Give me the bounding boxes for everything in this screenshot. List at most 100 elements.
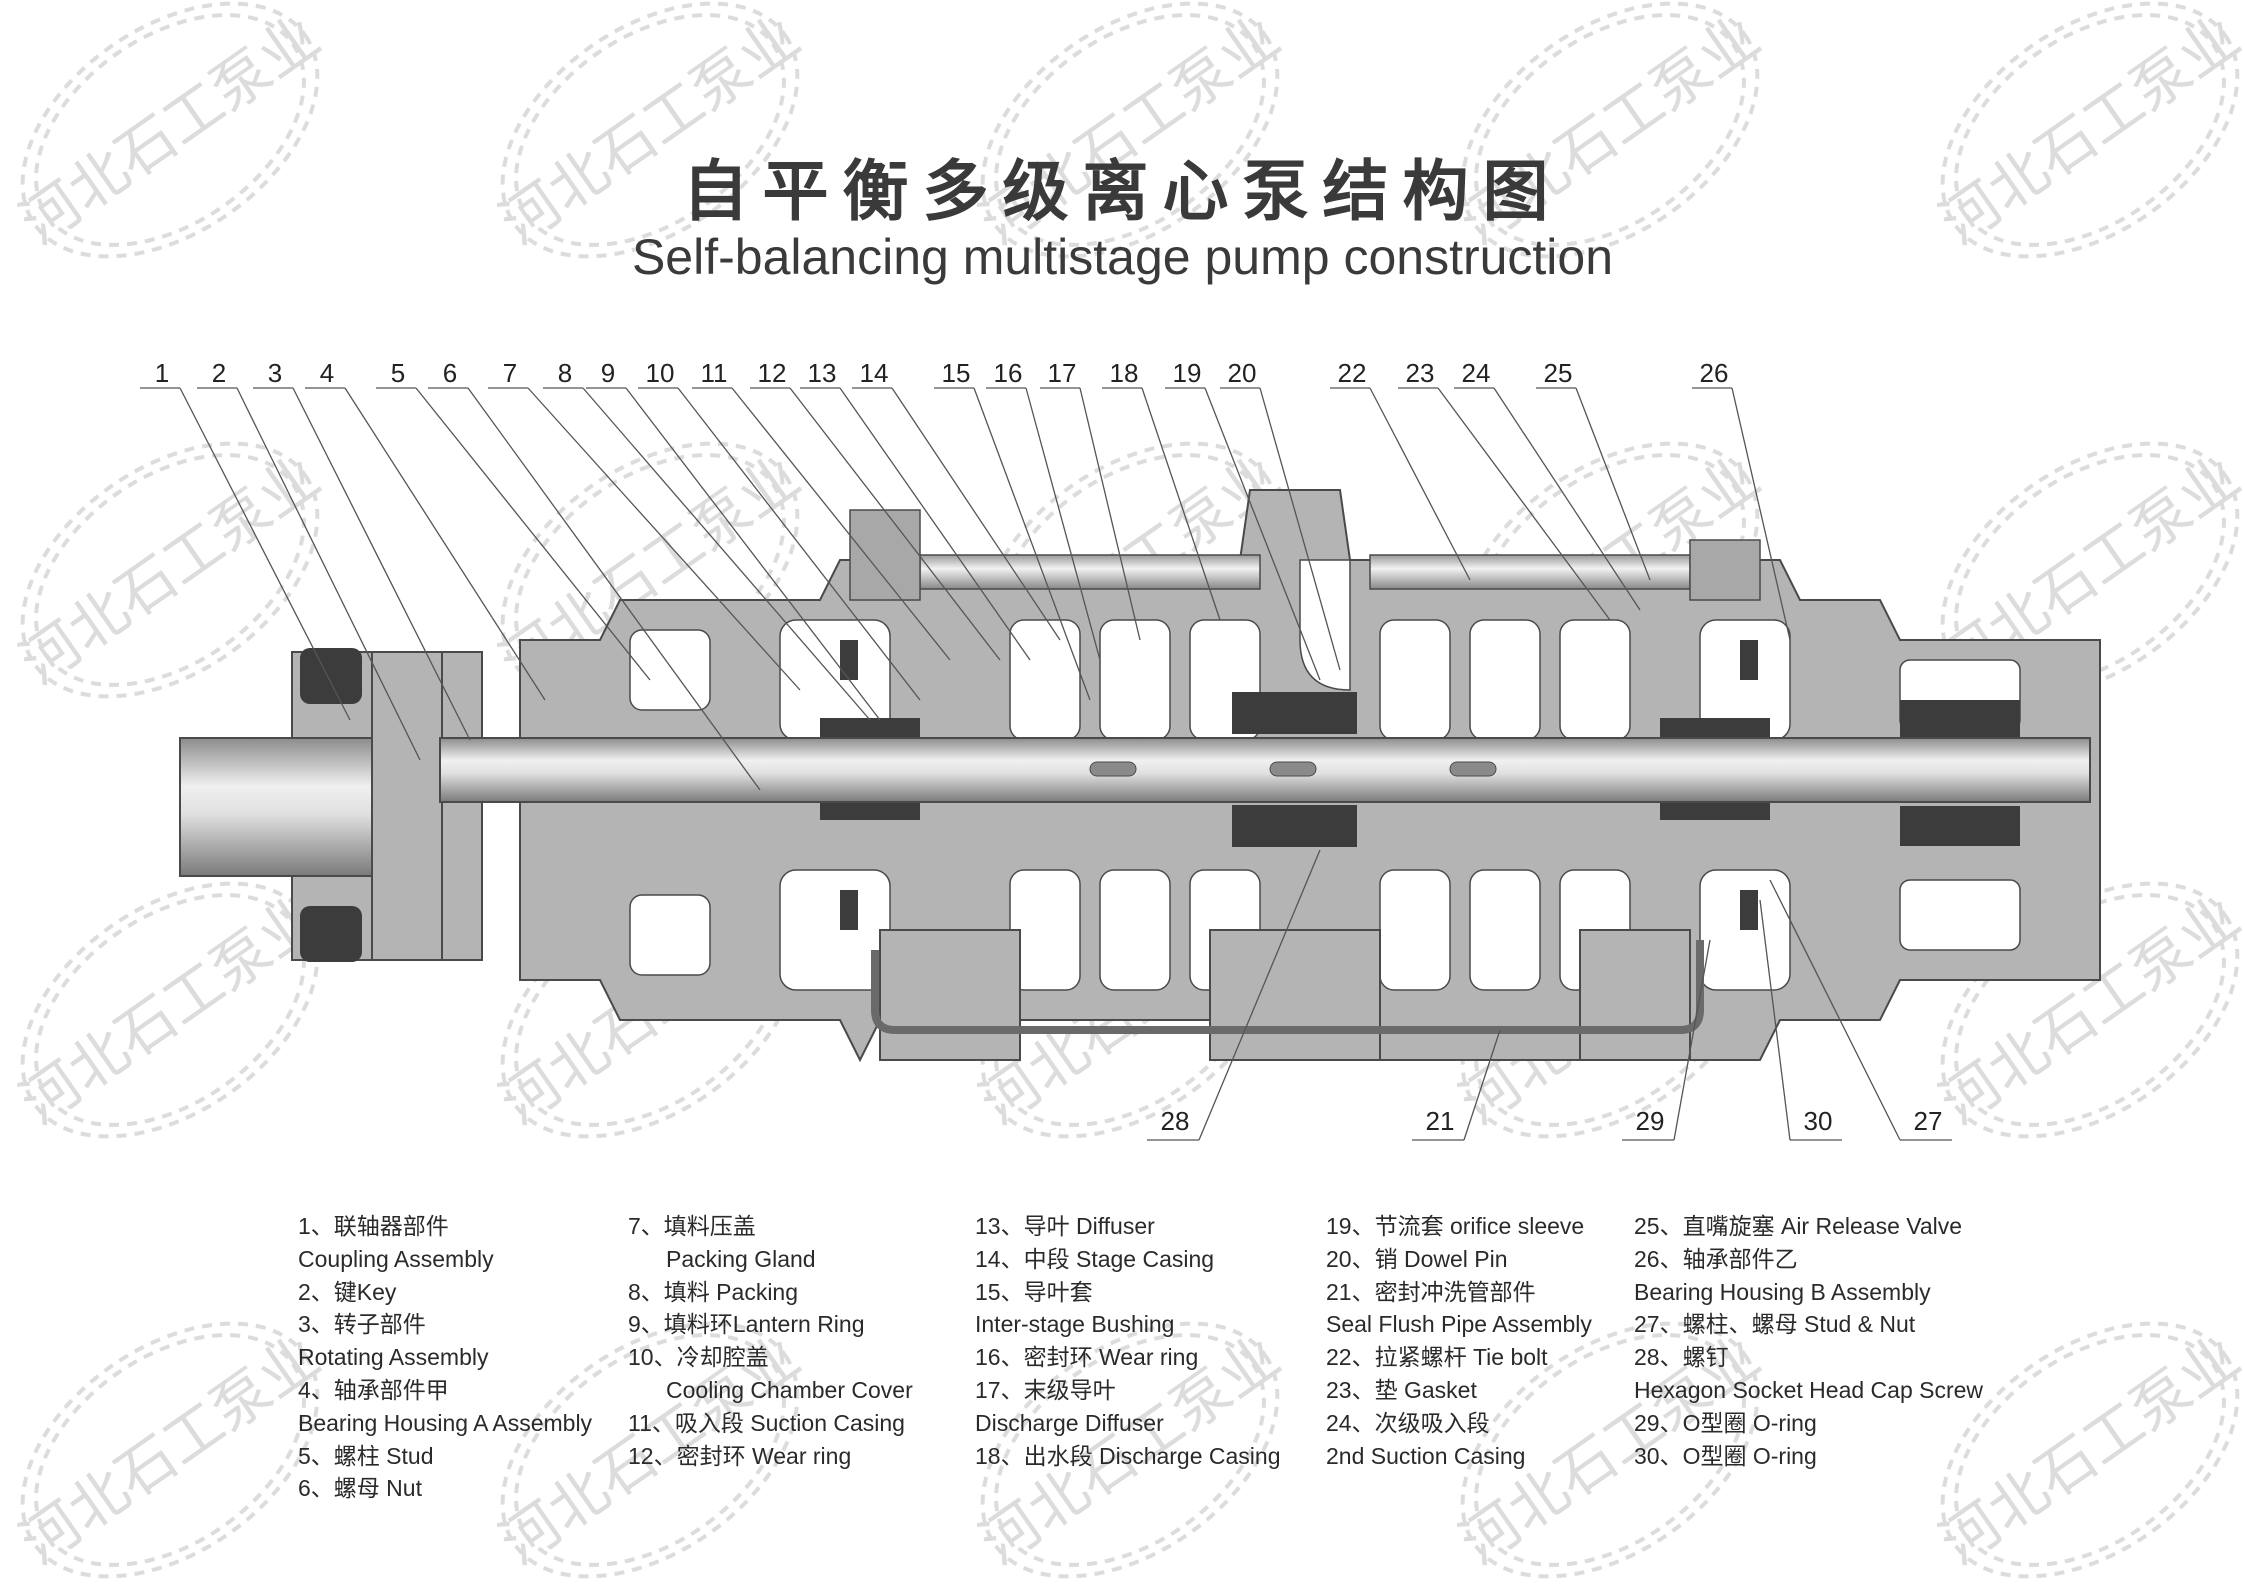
callout-number-3: 3	[268, 358, 282, 388]
legend-item: Hexagon Socket Head Cap Screw	[1634, 1376, 1984, 1403]
leader-line	[292, 387, 471, 741]
legend-item: 30、O型圈 O-ring	[1634, 1442, 1817, 1469]
legend-item: 29、O型圈 O-ring	[1634, 1409, 1817, 1436]
leader-line	[1204, 387, 1321, 681]
callout-number-14: 14	[860, 358, 889, 388]
leader-line	[1025, 387, 1101, 661]
title-chinese: 自平衡多级离心泵结构图	[682, 153, 1563, 230]
callout-number-18: 18	[1110, 358, 1139, 388]
leader-line	[731, 387, 951, 661]
legend-item: Packing Gland	[666, 1245, 816, 1272]
legend-item: 18、出水段 Discharge Casing	[975, 1442, 1281, 1469]
callout-number-1: 1	[155, 358, 169, 388]
legend-item: 26、轴承部件乙	[1634, 1245, 1798, 1272]
callout-number-12: 12	[758, 358, 787, 388]
callout-number-21: 21	[1426, 1106, 1455, 1136]
leader-line	[1437, 387, 1611, 621]
legend-item: Discharge Diffuser	[975, 1409, 1164, 1436]
legend-item: 27、螺柱、螺母 Stud & Nut	[1634, 1311, 1916, 1338]
callout-number-9: 9	[601, 358, 615, 388]
leader-line	[1141, 387, 1221, 621]
callout-number-10: 10	[646, 358, 675, 388]
legend-item: 2nd Suction Casing	[1326, 1442, 1526, 1469]
callout-number-23: 23	[1406, 358, 1435, 388]
leader-line	[891, 387, 1061, 641]
seal-flush-pipe	[871, 940, 1704, 1034]
leader-line	[1079, 387, 1141, 641]
shaft	[439, 737, 2091, 803]
legend-item: 4、轴承部件甲	[298, 1376, 449, 1403]
callout-number-7: 7	[503, 358, 517, 388]
legend-item: 28、螺钉	[1634, 1344, 1729, 1371]
legend-item: Inter-stage Bushing	[975, 1311, 1175, 1338]
callout-number-8: 8	[558, 358, 572, 388]
legend-item: 23、垫 Gasket	[1326, 1376, 1477, 1403]
leader-line	[1759, 899, 1791, 1141]
leader-line	[1575, 387, 1651, 581]
tie-bolts	[849, 509, 1761, 601]
legend-item: 9、填料环Lantern Ring	[628, 1311, 865, 1338]
legend-item: 22、拉紧螺杆 Tie bolt	[1326, 1344, 1548, 1371]
legend-item: Rotating Assembly	[298, 1344, 489, 1371]
legend-item: 12、密封环 Wear ring	[628, 1442, 852, 1469]
legend-item: 16、密封环 Wear ring	[975, 1344, 1199, 1371]
legend-item: 5、螺柱 Stud	[298, 1442, 434, 1469]
legend-item: Bearing Housing A Assembly	[298, 1409, 593, 1436]
legend-item: 17、末级导叶	[975, 1376, 1116, 1403]
leader-line	[1259, 387, 1341, 671]
callout-number-19: 19	[1173, 358, 1202, 388]
callout-number-29: 29	[1636, 1106, 1665, 1136]
callout-number-4: 4	[320, 358, 334, 388]
leader-line	[467, 387, 761, 791]
callout-number-30: 30	[1804, 1106, 1833, 1136]
callout-number-20: 20	[1228, 358, 1257, 388]
callout-number-5: 5	[391, 358, 405, 388]
legend-item: 20、销 Dowel Pin	[1326, 1245, 1508, 1272]
legend-item: Bearing Housing B Assembly	[1634, 1278, 1931, 1305]
legend-item: 11、吸入段 Suction Casing	[628, 1409, 905, 1436]
legend-item: 1、联轴器部件	[298, 1213, 449, 1239]
callout-number-26: 26	[1700, 358, 1729, 388]
watermark-text: 河北石工泵业	[8, 1322, 332, 1577]
callout-number-16: 16	[994, 358, 1023, 388]
title-english: Self-balancing multistage pump construct…	[631, 229, 1614, 285]
legend-column-5: 25、直嘴旋塞 Air Release Valve 26、轴承部件乙 Bearing…	[1634, 1210, 1983, 1472]
leader-line	[179, 387, 351, 721]
legend-item: 8、填料 Packing	[628, 1278, 799, 1305]
leader-line	[1463, 1029, 1501, 1141]
callout-number-17: 17	[1048, 358, 1077, 388]
leader-line	[344, 387, 546, 701]
coupling-assembly	[179, 648, 483, 962]
leader-line	[1198, 849, 1321, 1141]
callout-number-27: 27	[1914, 1106, 1943, 1136]
legend-item: 25、直嘴旋塞 Air Release Valve	[1634, 1213, 1963, 1239]
leader-line	[839, 387, 1031, 661]
legend-item: Coupling Assembly	[298, 1245, 494, 1272]
leader-line	[415, 387, 651, 681]
leader-line	[1769, 879, 1901, 1141]
callout-number-11: 11	[701, 358, 728, 388]
leader-lines	[140, 387, 1952, 1141]
legend-item: 13、导叶 Diffuser	[975, 1213, 1155, 1239]
callout-number-28: 28	[1161, 1106, 1190, 1136]
leader-line	[677, 387, 921, 701]
legend-item: 19、节流套 orifice sleeve	[1326, 1213, 1585, 1239]
leader-line	[973, 387, 1091, 701]
callout-number-22: 22	[1338, 358, 1367, 388]
leader-line	[625, 387, 881, 721]
legend-column-4: 19、节流套 orifice sleeve 20、销 Dowel Pin 21、密封…	[1326, 1210, 1592, 1472]
leader-line	[527, 387, 801, 691]
legend-item: Cooling Chamber Cover	[666, 1376, 913, 1403]
legend-item: 24、次级吸入段	[1326, 1409, 1490, 1436]
legend-item: 21、密封冲洗管部件	[1326, 1278, 1536, 1305]
callout-number-6: 6	[443, 358, 457, 388]
leader-line	[1369, 387, 1471, 581]
callout-number-25: 25	[1544, 358, 1573, 388]
legend-item: 10、冷却腔盖	[628, 1344, 769, 1371]
legend-item: 2、键Key	[298, 1278, 397, 1305]
